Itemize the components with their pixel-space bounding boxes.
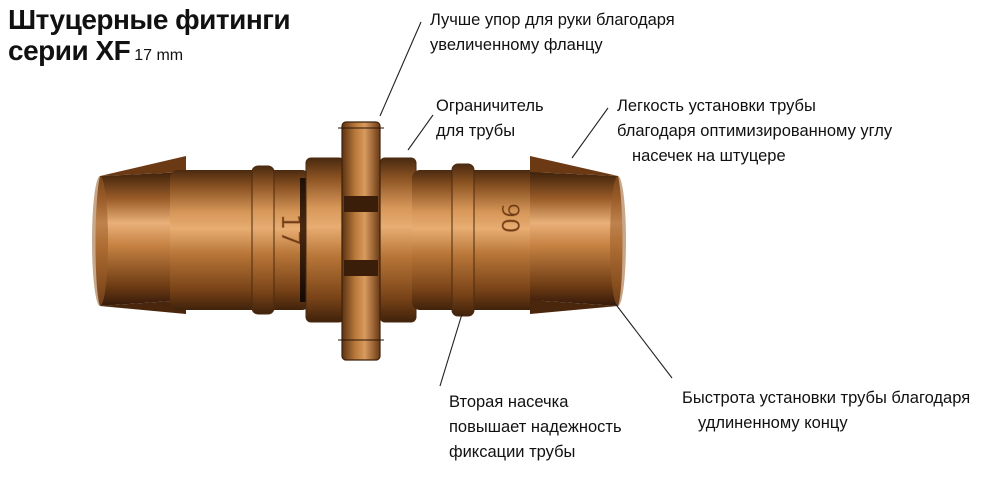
pipe-stop-left — [305, 157, 345, 323]
callout-flange-line1: Лучше упор для руки благодаря — [430, 11, 675, 29]
marking-90: 90 — [496, 203, 524, 234]
callout-barb-angle: Легкость установки трубы благодаря оптим… — [617, 94, 892, 169]
leader-lines — [379, 21, 673, 387]
callout-stop-line2: для трубы — [436, 122, 516, 140]
pipe-stop-right — [379, 157, 417, 323]
callout-long-end-line1: Быстрота установки трубы благодаря — [682, 389, 971, 407]
callout-flange: Лучше упор для руки благодаря увеличенно… — [430, 8, 675, 58]
leader-stop — [407, 114, 434, 151]
callout-second-barb-line3: фиксации трубы — [449, 443, 576, 461]
callout-second-barb: Вторая насечка повышает надежность фикса… — [449, 390, 622, 465]
callout-flange-line2: увеличенному фланцу — [430, 36, 603, 54]
callout-second-barb-line1: Вторая насечка — [449, 393, 569, 411]
leader-angle — [571, 107, 609, 159]
flange — [338, 121, 384, 361]
title-series: серии XF — [8, 35, 131, 66]
left-ring — [251, 165, 275, 315]
callout-second-barb-line2: повышает надежность — [449, 418, 622, 436]
left-barb — [92, 156, 186, 314]
title-size: 17 mm — [134, 47, 184, 64]
callout-angle-line3: насечек на штуцере — [632, 147, 786, 165]
callout-angle-line2: благодаря оптимизированному углу — [617, 122, 893, 140]
callout-angle-line1: Легкость установки трубы — [617, 97, 816, 115]
leader-long-end — [613, 301, 673, 379]
callout-long-end: Быстрота установки трубы благодаря удлин… — [682, 386, 970, 436]
callout-stop-line1: Ограничитель — [436, 97, 544, 115]
callout-long-end-line2: удлиненному концу — [698, 414, 848, 432]
right-ring — [451, 163, 475, 317]
right-barb — [530, 156, 626, 314]
right-shank — [412, 170, 542, 310]
left-shank — [170, 170, 310, 310]
title-line-1: Штуцерные фитинги — [8, 4, 291, 35]
leader-second-barb — [439, 313, 463, 387]
callout-pipe-stop: Ограничитель для трубы — [436, 94, 544, 144]
leader-flange — [379, 21, 422, 117]
